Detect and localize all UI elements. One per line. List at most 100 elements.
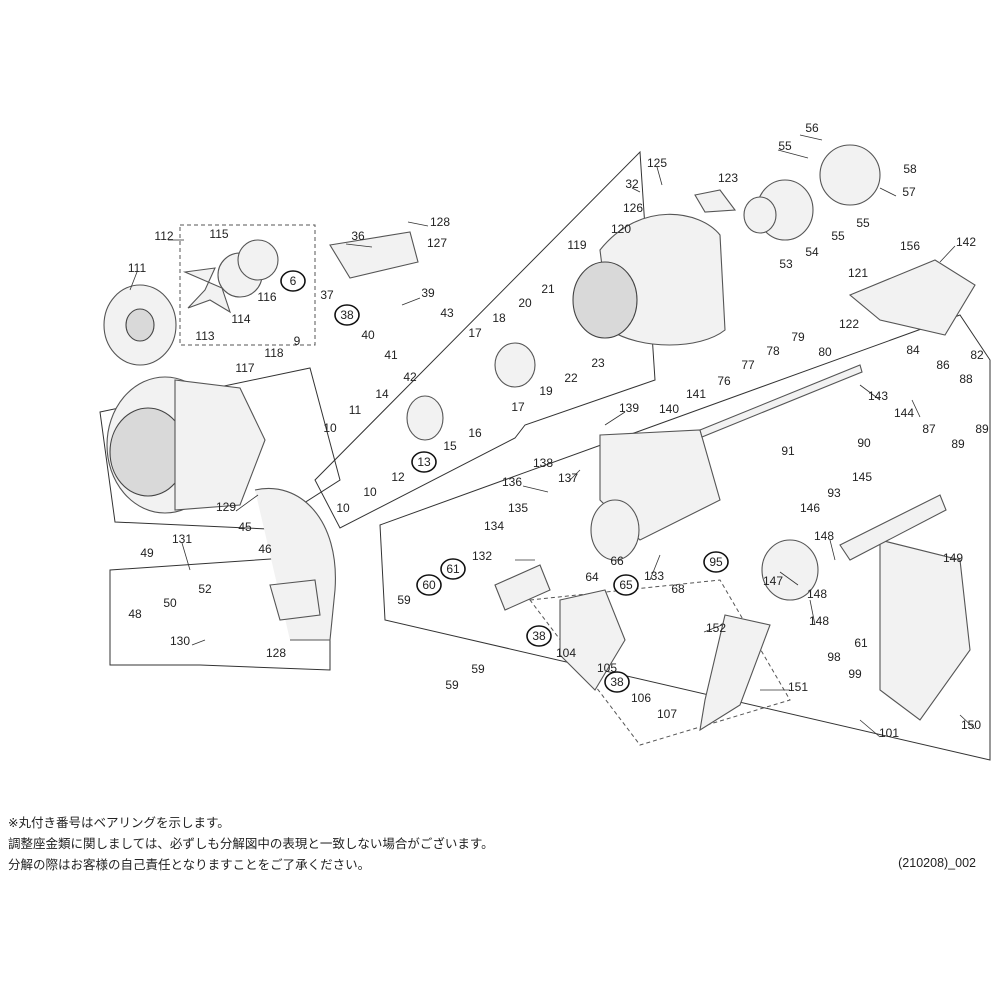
bearing-marker-ring bbox=[703, 551, 729, 573]
part-number-label: 65 bbox=[619, 578, 633, 592]
part-number-label: 41 bbox=[384, 348, 398, 362]
part-number-label: 17 bbox=[468, 326, 482, 340]
part-number-label: 111 bbox=[128, 261, 147, 275]
part-number-label: 43 bbox=[440, 306, 454, 320]
part-number-label: 6 bbox=[290, 274, 297, 288]
part-number-label: 128 bbox=[430, 215, 450, 229]
part-number-label: 68 bbox=[671, 582, 685, 596]
part-number-labels: 1691010101112131415161717181920212223323… bbox=[128, 121, 989, 740]
leader-line bbox=[235, 494, 259, 512]
part-number-label: 86 bbox=[936, 358, 950, 372]
part-number-label: 49 bbox=[140, 546, 154, 560]
bearing-marker-ring bbox=[411, 451, 437, 473]
part-number-label: 133 bbox=[644, 569, 664, 583]
leader-line bbox=[345, 243, 373, 248]
part-number-label: 104 bbox=[556, 646, 576, 660]
part-number-label: 119 bbox=[567, 238, 586, 252]
leader-line bbox=[567, 469, 581, 483]
part-number-label: 130 bbox=[170, 634, 190, 648]
part-number-label: 127 bbox=[427, 236, 447, 250]
part-number-label: 80 bbox=[818, 345, 832, 359]
part-number-label: 40 bbox=[361, 328, 375, 342]
leader-line bbox=[407, 221, 429, 227]
foot-drawing bbox=[839, 494, 947, 561]
part-number-label: 13 bbox=[417, 455, 431, 469]
part-number-label: 87 bbox=[922, 422, 936, 436]
part-number-label: 58 bbox=[903, 162, 917, 176]
part-number-label: 93 bbox=[827, 486, 841, 500]
part-number-label: 66 bbox=[610, 554, 624, 568]
part-number-label: 42 bbox=[403, 370, 417, 384]
part-number-label: 115 bbox=[209, 227, 228, 241]
leader-line bbox=[799, 134, 823, 141]
drive-gear-drawing bbox=[761, 539, 819, 601]
bail-trip-drawing bbox=[694, 189, 737, 213]
bearing-retainer-drawing bbox=[494, 342, 536, 388]
part-number-label: 11 bbox=[349, 403, 362, 417]
part-number-label: 38 bbox=[532, 629, 546, 643]
part-number-label: 143 bbox=[868, 389, 888, 403]
part-number-label: 117 bbox=[235, 361, 254, 375]
part-number-label: 56 bbox=[805, 121, 819, 135]
drag-knob-center bbox=[125, 308, 155, 342]
part-number-label: 95 bbox=[709, 555, 723, 569]
part-number-label: 121 bbox=[848, 266, 868, 280]
part-number-label: 107 bbox=[657, 707, 677, 721]
part-number-label: 32 bbox=[625, 177, 639, 191]
part-number-label: 131 bbox=[172, 532, 192, 546]
oscillating-gear-drawing bbox=[590, 499, 640, 561]
gear-drawing bbox=[406, 395, 444, 441]
part-number-label: 54 bbox=[805, 245, 819, 259]
part-number-label: 17 bbox=[511, 400, 525, 414]
bearing-marker-ring bbox=[526, 625, 552, 647]
leader-line bbox=[703, 624, 723, 633]
part-number-label: 52 bbox=[198, 582, 212, 596]
leader-line bbox=[959, 714, 976, 730]
leader-line bbox=[859, 384, 881, 401]
main-shaft-drawing bbox=[699, 364, 863, 438]
part-number-label: 122 bbox=[839, 317, 859, 331]
rotor-ring bbox=[572, 261, 638, 339]
part-number-label: 59 bbox=[397, 593, 411, 607]
part-number-label: 59 bbox=[471, 662, 485, 676]
part-number-label: 126 bbox=[623, 201, 643, 215]
part-number-label: 132 bbox=[472, 549, 492, 563]
part-number-label: 89 bbox=[951, 437, 965, 451]
bearing-marker-ring bbox=[440, 558, 466, 580]
leader-line bbox=[779, 571, 799, 586]
bearing-marker-ring bbox=[334, 304, 360, 326]
leader-line bbox=[129, 271, 138, 291]
leader-line bbox=[522, 485, 549, 493]
part-number-label: 21 bbox=[541, 282, 555, 296]
part-number-label: 55 bbox=[778, 139, 792, 153]
part-number-label: 59 bbox=[445, 678, 459, 692]
part-number-label: 149 bbox=[943, 551, 963, 565]
part-number-label: 129 bbox=[216, 500, 236, 514]
leader-line bbox=[181, 542, 191, 571]
part-number-label: 148 bbox=[814, 529, 834, 543]
washer-drawing bbox=[743, 196, 777, 234]
exploded-parts-diagram: 1691010101112131415161717181920212223323… bbox=[99, 121, 991, 761]
part-number-label: 60 bbox=[422, 578, 436, 592]
part-number-label: 10 bbox=[336, 501, 350, 515]
part-number-label: 10 bbox=[363, 485, 377, 499]
bearing-marker-ring bbox=[613, 574, 639, 596]
part-number-label: 55 bbox=[856, 216, 870, 230]
part-number-label: 77 bbox=[741, 358, 755, 372]
part-number-label: 116 bbox=[257, 290, 276, 304]
part-number-label: 101 bbox=[879, 726, 899, 740]
note-line-3: 分解の際はお客様の自己責任となりますことをご了承ください。 bbox=[8, 857, 371, 872]
part-number-label: 89 bbox=[975, 422, 989, 436]
leader-line bbox=[656, 166, 663, 186]
part-number-label: 78 bbox=[766, 344, 780, 358]
part-number-label: 98 bbox=[827, 650, 841, 664]
part-number-label: 146 bbox=[800, 501, 820, 515]
part-number-label: 82 bbox=[970, 348, 984, 362]
part-number-label: 134 bbox=[484, 519, 504, 533]
spool-body bbox=[174, 379, 266, 511]
handle-knob-drawing bbox=[559, 589, 626, 691]
leader-line bbox=[631, 187, 641, 193]
part-number-label: 152 bbox=[706, 621, 726, 635]
part-number-label: 22 bbox=[564, 371, 578, 385]
leader-line bbox=[809, 599, 816, 626]
